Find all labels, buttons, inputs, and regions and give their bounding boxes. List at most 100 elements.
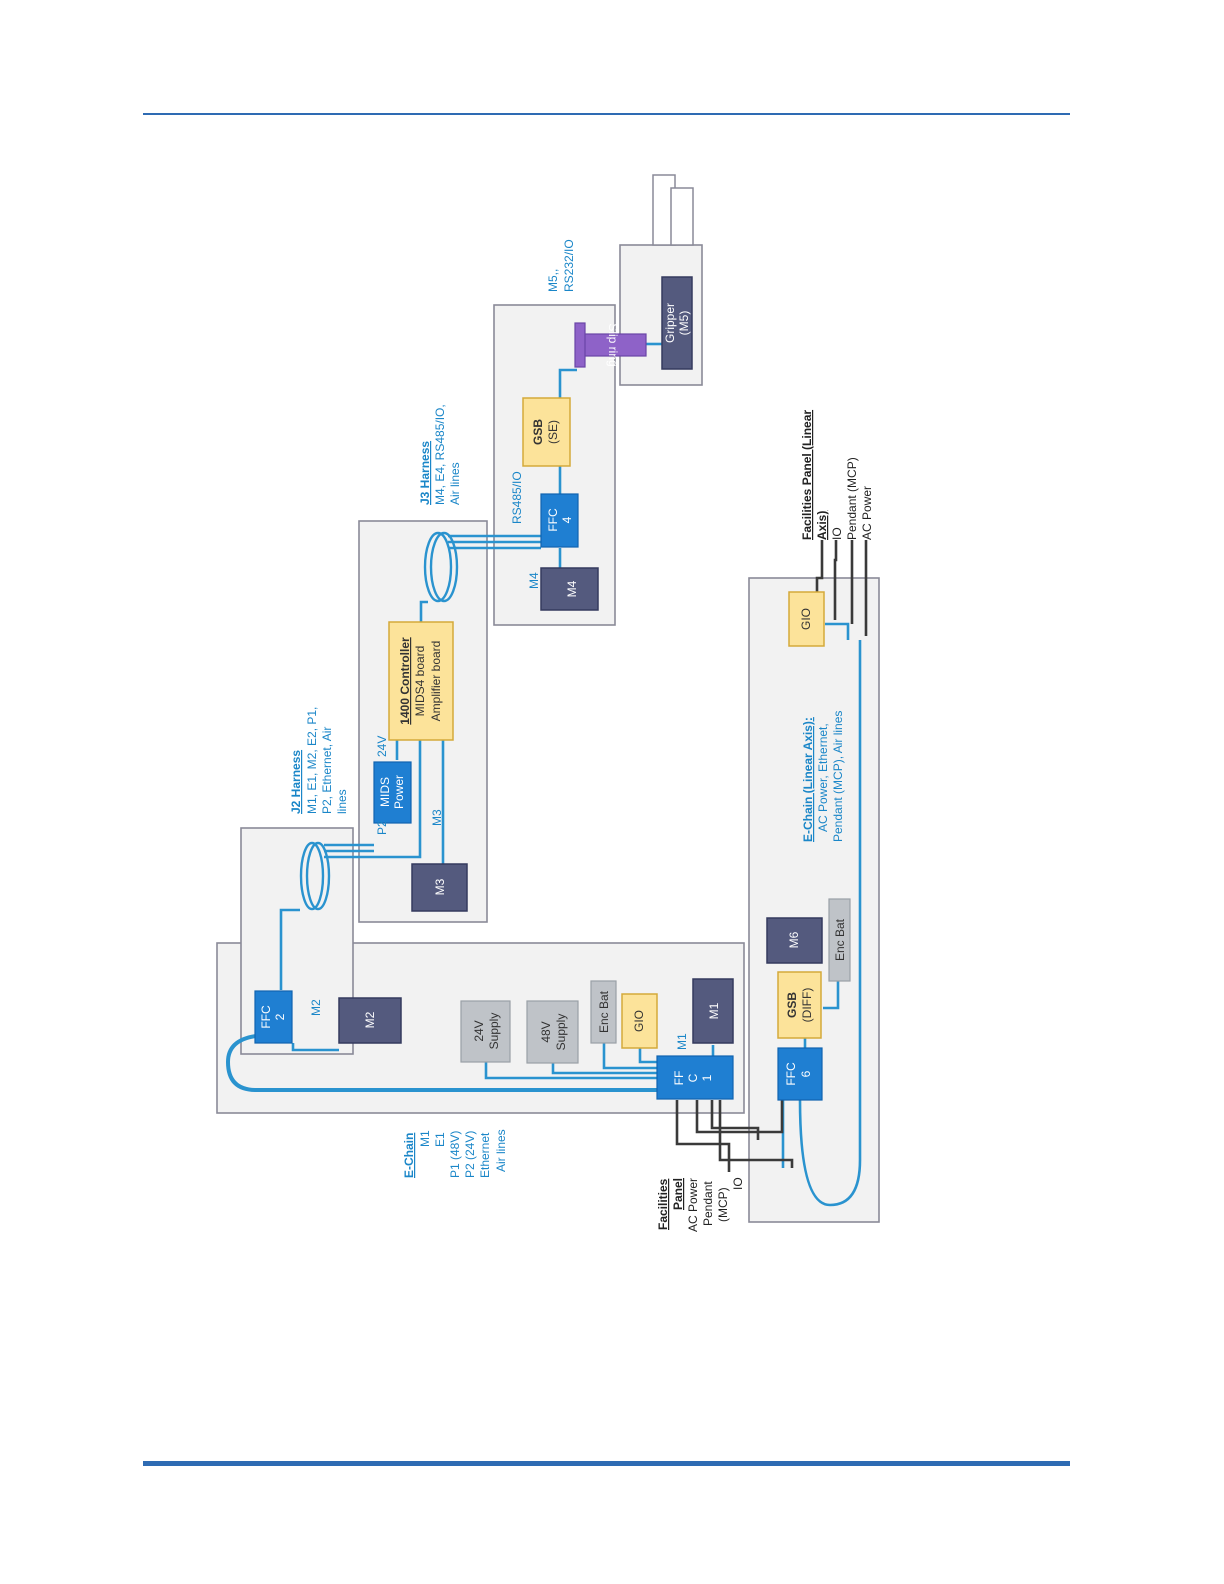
gsb-diff-box: GSB (DIFF) — [777, 971, 822, 1039]
svg-text:Facilities Panel (Linear: Facilities Panel (Linear — [800, 410, 814, 540]
svg-text:MIDS4 board: MIDS4 board — [413, 646, 427, 717]
svg-text:Gripper: Gripper — [663, 303, 677, 343]
svg-text:MIDS: MIDS — [378, 777, 392, 807]
svg-text:J3 Harness: J3 Harness — [418, 441, 432, 505]
svg-text:M1, E1, M2, E2, P1,: M1, E1, M2, E2, P1, — [305, 707, 319, 814]
echain-base-note: E-Chain M1 E1 P1 (48V) P2 (24V) Ethernet… — [402, 1129, 508, 1178]
svg-text:GIO: GIO — [799, 608, 813, 630]
echain-linear-note: E-Chain (Linear Axis): AC Power, Etherne… — [801, 711, 845, 842]
svg-text:P1 (48V): P1 (48V) — [448, 1131, 462, 1178]
svg-text:Slip ring: Slip ring — [606, 323, 620, 366]
svg-text:M4, E4, RS485/IO,: M4, E4, RS485/IO, — [433, 404, 447, 505]
j2-coil — [299, 841, 331, 911]
gio-box-base: GIO — [621, 993, 658, 1049]
ffc1-label-c: 1 — [700, 1074, 714, 1081]
svg-text:Pendant: Pendant — [701, 1181, 715, 1226]
svg-text:Panel: Panel — [671, 1178, 685, 1210]
ffc1-label-a: FF — [672, 1071, 686, 1086]
svg-text:M3: M3 — [433, 878, 447, 895]
svg-text:Enc Bat: Enc Bat — [833, 918, 847, 961]
svg-text:M2: M2 — [363, 1011, 377, 1028]
svg-text:P2, Ethernet, Air: P2, Ethernet, Air — [320, 727, 334, 814]
ffc6-box: FFC 6 — [777, 1047, 823, 1101]
svg-text:(DIFF): (DIFF) — [800, 988, 814, 1023]
linear-axis-frame — [748, 577, 880, 1223]
j3-harness-note: J3 Harness M4, E4, RS485/IO, Air lines — [418, 404, 462, 505]
controller-box: 1400 Controller MIDS4 board Amplifier bo… — [388, 621, 454, 741]
svg-text:Enc Bat: Enc Bat — [597, 990, 611, 1033]
svg-text:1400 Controller: 1400 Controller — [398, 637, 412, 725]
svg-text:P2 (24V): P2 (24V) — [463, 1131, 477, 1178]
gripper-box: Gripper (M5) — [661, 276, 693, 370]
slip-ring: Slip ring — [574, 322, 647, 368]
ffc4-box: FFC 4 — [540, 493, 579, 548]
svg-text:Ethernet: Ethernet — [478, 1132, 492, 1178]
cable-label-m3: M3 — [430, 809, 444, 826]
svg-text:FFC: FFC — [546, 508, 560, 532]
arm-frame — [358, 520, 488, 923]
svg-text:24V: 24V — [472, 1020, 486, 1041]
svg-text:E-Chain: E-Chain — [402, 1133, 416, 1178]
svg-text:48V: 48V — [539, 1021, 553, 1042]
svg-text:(M5): (M5) — [677, 311, 691, 336]
m2-box: M2 — [338, 997, 402, 1044]
svg-text:AC Power: AC Power — [860, 486, 874, 540]
cable-label-m4: M4 — [527, 572, 541, 589]
svg-text:J2 Harness: J2 Harness — [289, 750, 303, 814]
svg-text:Air lines: Air lines — [494, 1129, 508, 1172]
svg-text:2: 2 — [273, 1013, 287, 1020]
svg-text:4: 4 — [560, 516, 574, 523]
supply-48v-box: 48V Supply — [526, 1000, 579, 1064]
svg-text:6: 6 — [799, 1070, 813, 1077]
cable-label-m5-a: M5,, — [546, 269, 560, 292]
j3-coil — [423, 531, 459, 603]
svg-text:FFC: FFC — [259, 1005, 273, 1029]
mids-power-box: MIDS Power — [373, 761, 412, 824]
enc-bat-box-linear: Enc Bat — [828, 898, 851, 982]
svg-text:M1: M1 — [707, 1002, 721, 1019]
enc-bat-box-base: Enc Bat — [590, 980, 617, 1044]
footer-rule — [143, 1461, 1070, 1466]
cable-label-p2: P2 — [375, 820, 389, 835]
svg-text:M4: M4 — [565, 580, 579, 597]
cable-label-m1: M1 — [675, 1033, 689, 1050]
m1-box: M1 — [692, 978, 734, 1044]
cable-label-m2: M2 — [309, 999, 323, 1016]
svg-text:(SE): (SE) — [546, 420, 560, 444]
cable-label-m5-b: RS232/IO — [562, 239, 576, 292]
svg-text:GIO: GIO — [632, 1010, 646, 1032]
svg-text:IO: IO — [830, 527, 844, 540]
facilities-panel-base-note: Facilities Panel AC Power Pendant (MCP) … — [656, 1177, 745, 1232]
svg-text:Supply: Supply — [554, 1014, 568, 1051]
svg-text:FFC: FFC — [784, 1062, 798, 1086]
svg-text:IO: IO — [731, 1177, 745, 1190]
cable-label-24v: 24V — [375, 736, 389, 757]
ffc1-box: FF C 1 — [656, 1055, 734, 1100]
svg-text:M1: M1 — [418, 1130, 432, 1147]
svg-text:Pendant (MCP), Air lines: Pendant (MCP), Air lines — [831, 711, 845, 842]
svg-text:E-Chain (Linear Axis):: E-Chain (Linear Axis): — [801, 717, 815, 842]
j2-harness-note: J2 Harness M1, E1, M2, E2, P1, P2, Ether… — [289, 707, 349, 814]
svg-text:GSB: GSB — [785, 992, 799, 1018]
svg-text:AC Power, Ethernet,: AC Power, Ethernet, — [816, 723, 830, 832]
m3-box: M3 — [411, 863, 468, 912]
ffc2-box: FFC 2 — [254, 990, 293, 1044]
svg-text:lines: lines — [335, 789, 349, 814]
svg-text:Facilities: Facilities — [656, 1178, 670, 1230]
m4-box: M4 — [540, 567, 599, 611]
svg-text:Power: Power — [392, 775, 406, 809]
svg-text:Axis): Axis) — [815, 511, 829, 540]
gripper-finger-2 — [670, 187, 694, 246]
cable-label-rs485: RS485/IO — [510, 471, 524, 524]
supply-24v-box: 24V Supply — [460, 1000, 511, 1063]
svg-text:Amplifier board: Amplifier board — [429, 641, 443, 722]
m6-box: M6 — [766, 917, 823, 964]
svg-text:Supply: Supply — [487, 1013, 501, 1050]
facilities-panel-linear-note: Facilities Panel (Linear Axis) IO Pendan… — [800, 410, 874, 540]
svg-text:Pendant (MCP): Pendant (MCP) — [845, 457, 859, 540]
svg-text:(MCP): (MCP) — [716, 1187, 730, 1222]
gsb-se-box: GSB (SE) — [522, 397, 571, 467]
svg-text:AC Power: AC Power — [686, 1178, 700, 1232]
svg-text:GSB: GSB — [531, 419, 545, 445]
